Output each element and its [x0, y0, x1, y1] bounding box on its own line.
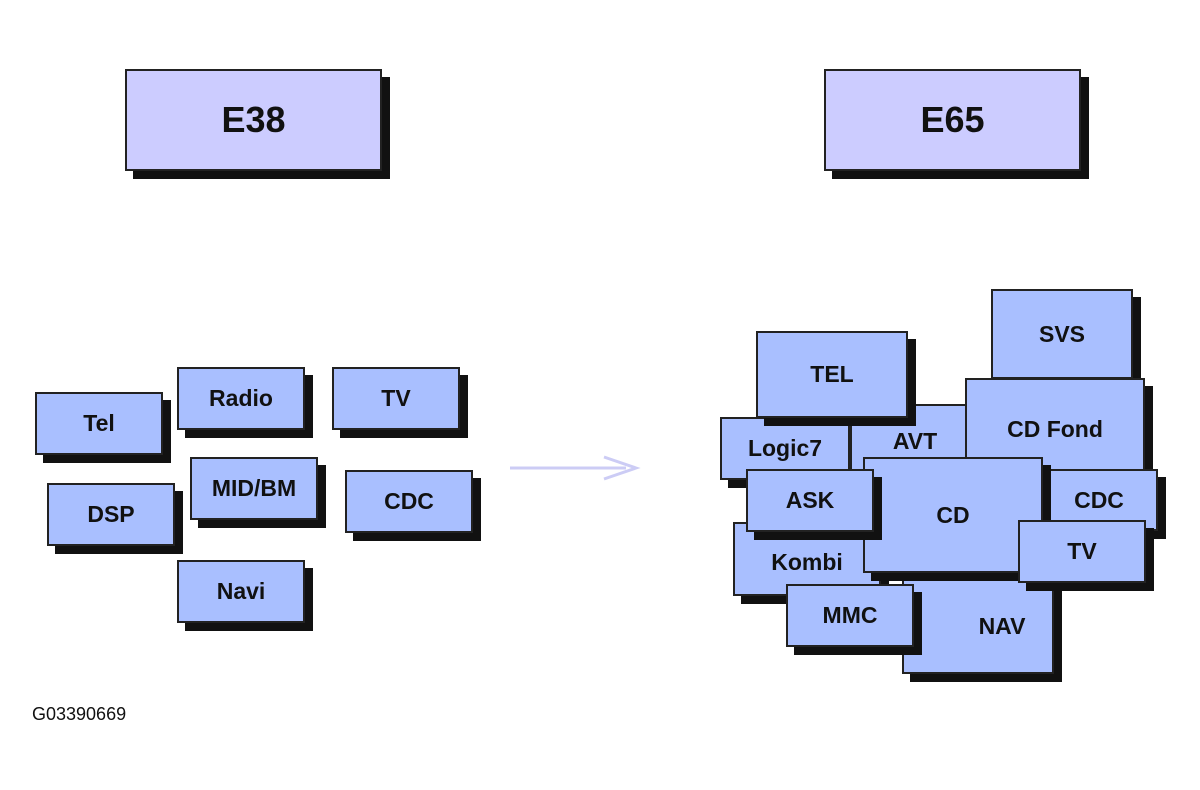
e38-module-tv: TV: [332, 367, 460, 430]
e38-header: E38: [125, 69, 382, 171]
transition-arrow: [510, 455, 641, 481]
e65-module-cd: CD: [863, 457, 1043, 573]
e65-module-tv: TV: [1018, 520, 1146, 583]
figure-id: G03390669: [32, 704, 127, 724]
e65-module-mmc: MMC: [786, 584, 914, 647]
e38-module-cdc: CDC: [345, 470, 473, 533]
e65-module-ask: ASK: [746, 469, 874, 532]
e65-module-svs: SVS: [991, 289, 1133, 379]
e65-module-tel: TEL: [756, 331, 908, 418]
e38-module-mid-bm: MID/BM: [190, 457, 318, 520]
e38-module-dsp: DSP: [47, 483, 175, 546]
e38-module-radio: Radio: [177, 367, 305, 430]
e38-module-navi: Navi: [177, 560, 305, 623]
e65-module-cd-fond: CD Fond: [965, 378, 1145, 478]
e38-module-tel: Tel: [35, 392, 163, 455]
e65-module-kombi: Kombi: [733, 522, 881, 596]
e65-module-nav: NAV: [902, 578, 1054, 674]
e65-header: E65: [824, 69, 1081, 171]
